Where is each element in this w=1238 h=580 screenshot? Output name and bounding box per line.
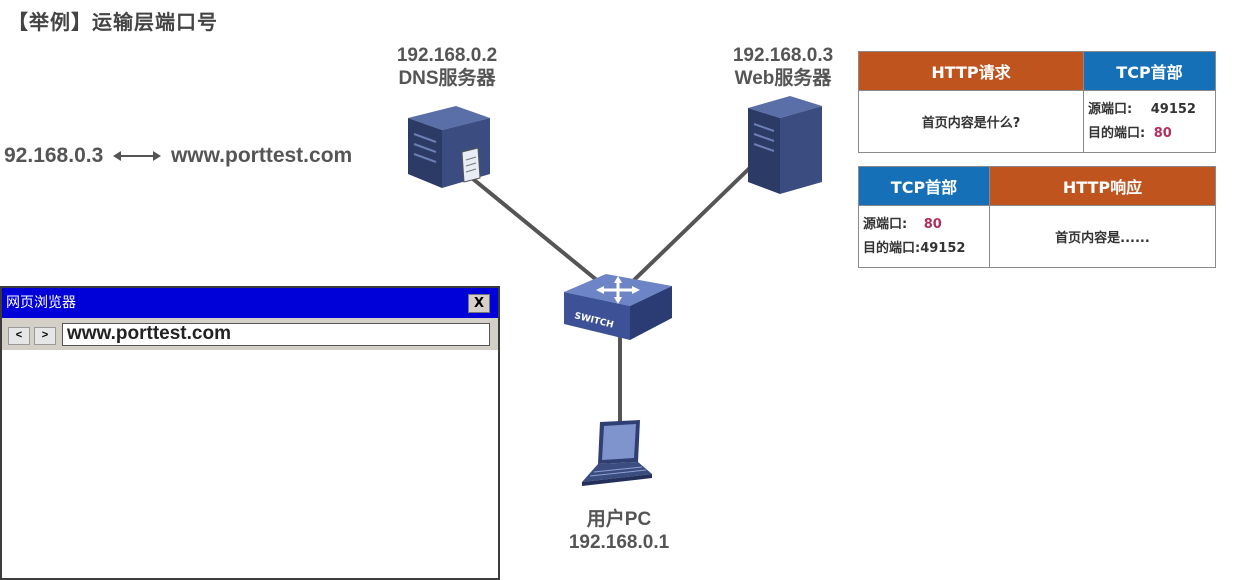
- web-server-label: 192.168.0.3 Web服务器: [708, 44, 858, 90]
- web-server-ip: 192.168.0.3: [732, 45, 834, 66]
- dst-port-label: 目的端口:: [863, 240, 921, 256]
- src-port-label: 源端口:: [1088, 101, 1133, 117]
- http-request-content: 首页内容是什么?: [858, 90, 1084, 153]
- mapping-domain: www.porttest.com: [170, 144, 353, 167]
- dns-server-ip: 192.168.0.2: [396, 45, 498, 66]
- dns-mapping: 92.168.0.3 www.porttest.com: [4, 144, 352, 168]
- browser-window: 网页浏览器 X < > www.porttest.com: [0, 286, 500, 580]
- back-button[interactable]: <: [8, 327, 30, 345]
- http-response-packet: TCP首部 HTTP响应 源端口: 80 目的端口:49152 首页内容是...…: [858, 166, 1216, 268]
- src-port-label: 源端口:: [863, 216, 908, 232]
- src-port-value: 80: [923, 216, 942, 232]
- browser-title: 网页浏览器: [6, 295, 76, 311]
- tcp-ports: 源端口: 49152 目的端口: 80: [1083, 90, 1216, 153]
- http-request-header: HTTP请求: [858, 51, 1084, 91]
- user-pc-label: 用户PC 192.168.0.1: [544, 508, 694, 554]
- browser-toolbar: < > www.porttest.com: [2, 318, 498, 350]
- address-bar[interactable]: www.porttest.com: [62, 323, 490, 346]
- dst-port-label: 目的端口:: [1088, 125, 1146, 141]
- user-pc-ip: 192.168.0.1: [568, 532, 670, 553]
- browser-titlebar: 网页浏览器 X: [2, 288, 498, 318]
- tcp-header-label: TCP首部: [1083, 51, 1216, 91]
- dst-port-value: 49152: [920, 240, 966, 256]
- switch-icon: SWITCH: [564, 274, 672, 340]
- user-pc-name: 用户PC: [586, 509, 652, 530]
- laptop-icon: [582, 420, 652, 486]
- dns-server-label: 192.168.0.2 DNS服务器: [372, 44, 522, 90]
- slide-title: 【举例】运输层端口号: [8, 12, 218, 34]
- tcp-ports: 源端口: 80 目的端口:49152: [858, 205, 990, 268]
- src-port-value: 49152: [1150, 101, 1196, 117]
- browser-content: [2, 350, 498, 578]
- dns-server-icon: [408, 106, 490, 188]
- web-server-icon: [748, 96, 822, 194]
- dns-server-name: DNS服务器: [398, 68, 496, 89]
- http-request-packet: HTTP请求 TCP首部 首页内容是什么? 源端口: 49152 目的端口: 8…: [858, 51, 1216, 153]
- dst-port-value: 80: [1153, 125, 1172, 141]
- tcp-header-label: TCP首部: [858, 166, 990, 206]
- http-response-content: 首页内容是......: [989, 205, 1216, 268]
- forward-button[interactable]: >: [34, 327, 56, 345]
- network-links: [460, 156, 762, 432]
- web-server-name: Web服务器: [734, 68, 832, 89]
- http-response-header: HTTP响应: [989, 166, 1216, 206]
- double-arrow-icon: [113, 151, 162, 162]
- close-button[interactable]: X: [468, 294, 490, 313]
- mapping-ip: 92.168.0.3: [4, 144, 104, 167]
